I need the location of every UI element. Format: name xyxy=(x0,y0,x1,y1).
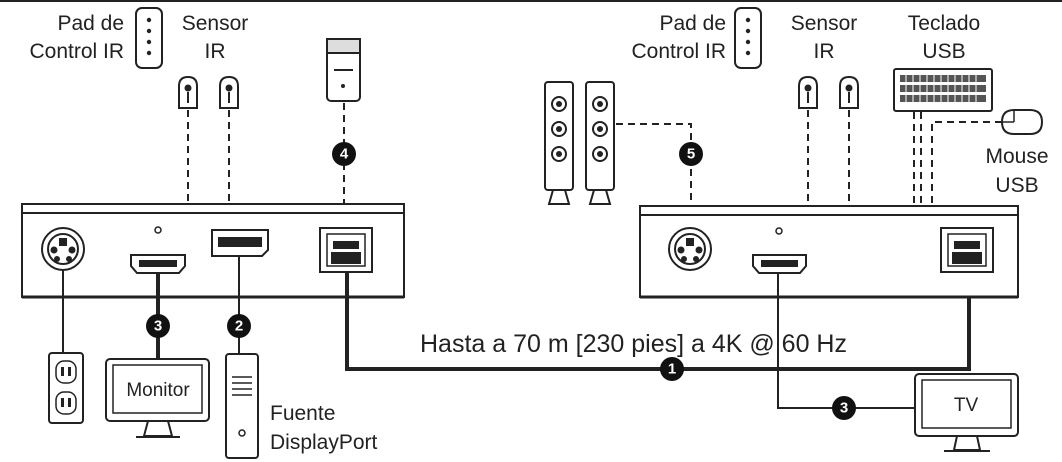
right-ir-pad-icon xyxy=(734,7,762,69)
left-ir-pad-icon xyxy=(135,7,163,69)
power-outlet-icon xyxy=(48,352,84,424)
right-rj45-port-icon xyxy=(940,227,994,273)
callout-3-right: 3 xyxy=(832,396,856,420)
tv-label: TV xyxy=(954,395,979,416)
right-ir-sensor-label-line1: Sensor xyxy=(791,12,858,35)
cat-cable xyxy=(345,272,971,371)
displayport-port-icon xyxy=(211,229,269,257)
svg-text:1: 1 xyxy=(668,361,676,378)
cable-distance-label: Hasta a 70 m [230 pies] a 4K @ 60 Hz xyxy=(420,330,847,358)
displayport-source-icon xyxy=(225,353,259,459)
right-ir-sensor-label-line2: IR xyxy=(814,40,835,63)
right-power-port-icon xyxy=(668,227,712,271)
left-hdmi-port-icon xyxy=(130,254,186,274)
mouse-label-line1: Mouse xyxy=(985,145,1048,168)
speaker-icon-2 xyxy=(585,81,615,205)
left-ir-sensor-label-line2: IR xyxy=(205,40,226,63)
left-rj45-port-icon xyxy=(319,227,373,273)
source-label-line1: Fuente xyxy=(270,402,335,425)
callout-5: 5 xyxy=(679,142,703,166)
tv-icon xyxy=(914,373,1019,452)
callout-3-left: 3 xyxy=(146,314,170,338)
callout-1: 1 xyxy=(660,357,684,381)
svg-text:3: 3 xyxy=(154,318,162,335)
left-ir-sensor-icon-1 xyxy=(178,75,198,109)
right-ir-pad-label-line2: Control IR xyxy=(631,40,726,63)
keyboard-label-line1: Teclado xyxy=(908,12,980,35)
right-ir-sensor-icon-1 xyxy=(798,75,818,109)
keyboard-label-line2: USB xyxy=(922,40,965,63)
svg-text:3: 3 xyxy=(840,400,848,417)
right-ir-sensor-icon-2 xyxy=(839,75,859,109)
source-label-line2: DisplayPort xyxy=(270,431,378,454)
callout-4: 4 xyxy=(332,142,356,166)
right-ir-pad-label-line1: Pad de xyxy=(659,12,726,35)
monitor-label: Monitor xyxy=(126,380,190,401)
callout-2: 2 xyxy=(227,314,251,338)
rs232-device-icon xyxy=(326,38,361,102)
usb-keyboard-icon xyxy=(893,68,993,112)
right-hdmi-port-icon xyxy=(752,254,807,274)
left-ir-sensor-icon-2 xyxy=(219,75,239,109)
mouse-label-line2: USB xyxy=(995,174,1038,197)
left-ir-pad-label-line2: Control IR xyxy=(29,40,124,63)
speaker-icon-1 xyxy=(544,81,574,205)
svg-text:4: 4 xyxy=(340,146,349,163)
left-ir-pad-label-line1: Pad de xyxy=(57,12,124,35)
svg-text:2: 2 xyxy=(235,318,243,335)
left-power-port-icon xyxy=(41,227,85,271)
monitor-icon xyxy=(105,358,210,438)
usb-mouse-icon xyxy=(1000,109,1044,135)
svg-text:5: 5 xyxy=(687,146,695,163)
left-ir-sensor-label-line1: Sensor xyxy=(182,12,249,35)
